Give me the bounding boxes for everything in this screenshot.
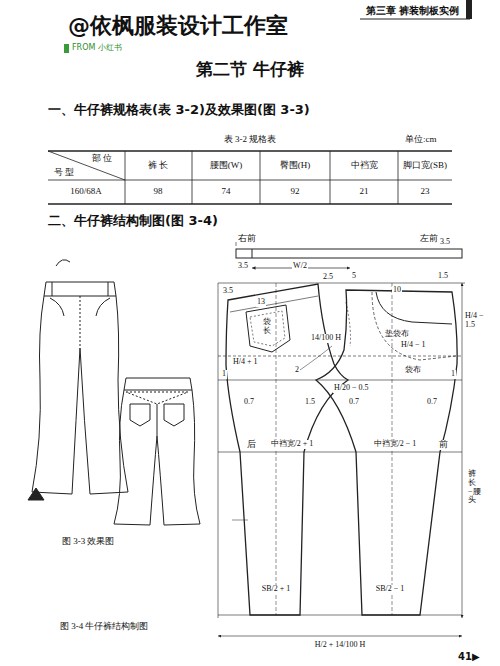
table-header: 部 位: [92, 154, 112, 164]
part-name: 垫袋布: [384, 330, 410, 339]
dimension: 1.5: [304, 398, 316, 407]
dimension: 13: [256, 298, 266, 307]
table-cell: 92: [291, 187, 300, 197]
dimension: 5: [352, 272, 356, 281]
figure-caption: 图 3-4 牛仔裤结构制图: [60, 622, 149, 632]
dimension: H/4 − 1: [400, 341, 427, 350]
table-header: 号 型: [54, 168, 74, 178]
chapter-header: 第三章 裤装制板实例: [366, 5, 459, 16]
dimension: 2.5: [323, 273, 333, 282]
jeans-front-view: [28, 260, 128, 500]
section-heading: 二、牛仔裤结构制图(图 3-4): [48, 214, 218, 228]
dimension: 中裆宽/2 − 1: [373, 440, 418, 449]
dimension: W/2: [292, 262, 308, 271]
part-name: 袋布: [404, 366, 422, 375]
table-cell: 98: [154, 187, 163, 197]
dimension: H/20 − 0.5: [333, 384, 370, 393]
dimension: 0.7: [426, 398, 438, 407]
dimension: 3.5: [238, 262, 248, 271]
table-cell: 74: [222, 187, 231, 197]
table-header: 中裆宽: [351, 161, 378, 171]
pattern-draft: [218, 283, 465, 636]
table-cell: 160/68A: [70, 187, 102, 197]
dimension: H/4 + 1: [232, 358, 259, 367]
part-name: 左前: [420, 234, 438, 244]
page-number: 41▶: [458, 651, 480, 662]
spec-table: [48, 151, 452, 204]
part-name: 右前: [238, 234, 256, 244]
watermark: @依枫服装设计工作室: [68, 14, 288, 38]
table-header: 裤 长: [148, 161, 168, 171]
unit-note: 单位:cm: [405, 135, 437, 145]
dimension: H/4 − 1.5: [465, 312, 495, 330]
table-cell: 21: [360, 187, 369, 197]
source-tag: FROM 小红书: [72, 44, 122, 53]
part-name: 后: [246, 440, 257, 450]
dimension: 0.7: [348, 398, 360, 407]
table-header: 臀围(H): [280, 161, 311, 171]
dimension: 0.7: [243, 398, 255, 407]
dimension: 1: [450, 370, 456, 379]
dimension: 3.5: [440, 238, 450, 247]
dimension: 1: [221, 370, 227, 379]
part-name: 袋长: [262, 318, 272, 336]
dimension: 14/100 H: [310, 334, 342, 343]
dimension: 裤长−腰头: [467, 470, 477, 505]
dimension: 1.5: [438, 272, 448, 281]
table-caption: 表 3-2 规格表: [224, 135, 277, 145]
dimension: 10: [392, 286, 402, 295]
dimension: 2: [294, 366, 300, 375]
dimension: H/2 + 14/100 H: [315, 641, 366, 650]
table-header: 腰围(W): [210, 161, 243, 171]
figure-caption: 图 3-3 效果图: [62, 537, 115, 547]
table-header: 脚口宽(SB): [403, 161, 447, 171]
header-rule: [64, 0, 472, 53]
jeans-back-view: [114, 378, 200, 525]
section-title: 第二节 牛仔裤: [196, 60, 304, 79]
dimension: SB/2 + 1: [261, 585, 292, 594]
waistband-draft: [236, 242, 462, 268]
table-cell: 23: [421, 187, 430, 197]
part-name: 前: [438, 440, 449, 450]
dimension: SB/2 − 1: [375, 585, 406, 594]
section-heading: 一、牛仔裤规格表(表 3-2)及效果图(图 3-3): [48, 103, 310, 117]
dimension: 中裆宽/2 + 1: [270, 440, 315, 449]
dimension: 3.5: [222, 287, 234, 296]
